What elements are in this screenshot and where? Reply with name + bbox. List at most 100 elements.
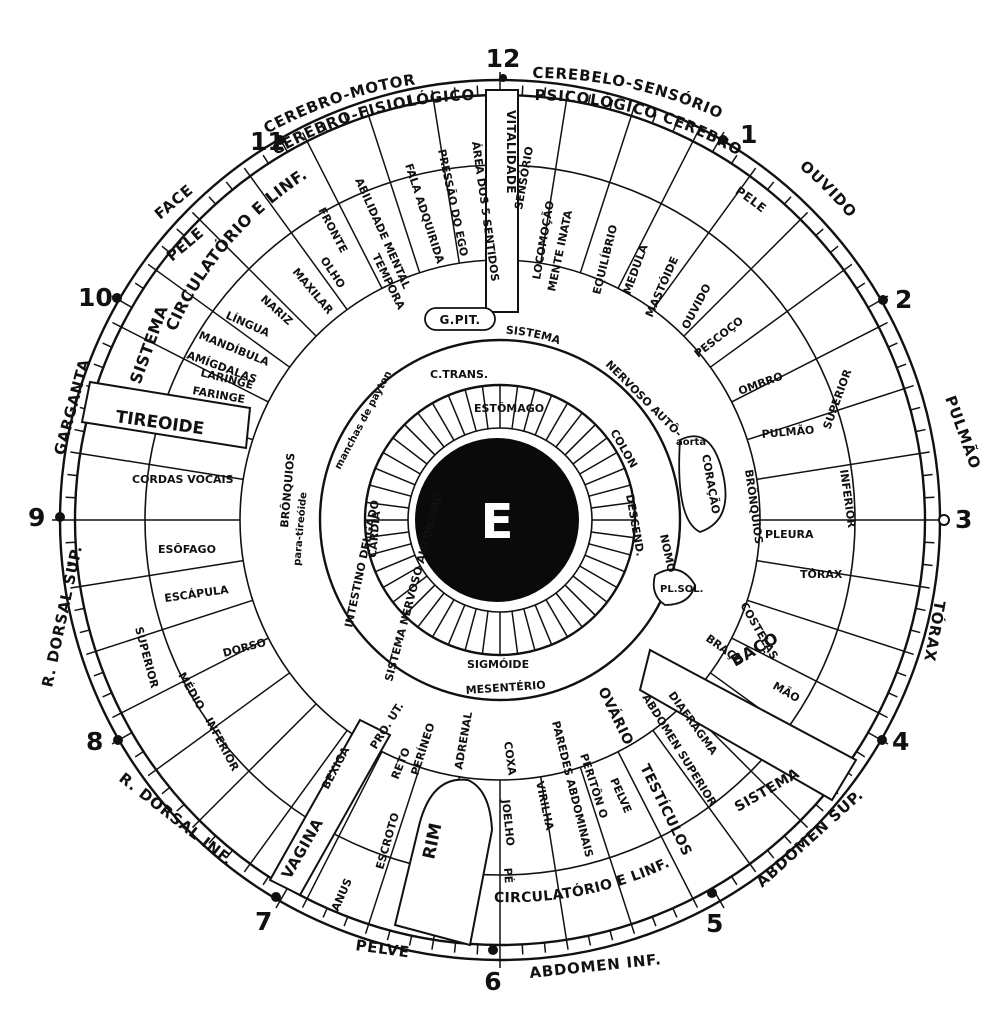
tick-mark [301,898,308,908]
stomach-spoke [369,484,412,497]
zone-spoke [80,452,244,481]
zone-spoke [249,729,348,865]
tick-mark [225,181,234,191]
label-vitalidade: VITALIDADE [504,110,518,194]
zone-pe: PÉ [501,867,515,883]
clock-number-7: 7 [255,907,272,936]
stomach-spoke [545,402,569,441]
stomach-spoke [431,599,455,638]
tick-mark [408,94,413,105]
tick-mark [453,87,457,98]
zone-cordas-vocais: CORDAS VOCAIS [132,473,234,486]
zone-ombro: OMBRO [737,370,785,398]
tick-mark [161,786,171,795]
tick-mark [431,939,435,950]
band-vitalidade: VITALIDADE [485,89,519,313]
clock-number-3: 3 [955,505,972,534]
zone-bronquios-r: BRÔNQUIOS [742,469,765,545]
stomach-spoke [404,584,436,616]
tick-mark [147,263,157,271]
tick-mark [730,876,738,886]
tick-mark [243,863,251,873]
tick-mark [408,935,413,946]
stomach-spoke [588,543,631,556]
tick-mark [343,113,349,124]
zone-inferior-l: INFERIOR [202,715,241,773]
zone-spoke [155,269,291,368]
clock-number-6: 6 [484,967,501,996]
stomach-spoke [591,501,634,509]
zone-mastoide: MASTÓIDE [643,255,681,320]
stomach-spoke [591,531,634,539]
tick-mark [93,363,104,369]
tick-mark [364,106,370,117]
clock-number-5: 5 [706,909,723,938]
zone-spoke [683,218,802,337]
tick-mark [453,942,457,953]
zone-spoke [432,100,461,264]
tick-mark [476,85,479,96]
label-abdomen-inf: ABDOMEN INF. [529,950,663,982]
zone-c-trans: C.TRANS. [430,368,488,381]
zone-spoke [155,672,291,771]
clock-numbers: 12 1 2 3 4 5 6 7 8 9 10 11 [28,44,972,996]
tick-mark [74,428,85,433]
tick-mark [856,282,866,290]
stomach-spoke [579,565,618,589]
stomach-spoke [523,608,536,651]
tick-mark [815,803,824,812]
stomach-spoke [417,412,445,448]
tick-mark [799,819,809,829]
tick-mark [587,935,592,946]
zone-ovario: OVÁRIO [594,684,637,748]
tick-mark [208,196,217,205]
tick-mark [262,154,270,164]
clock-number-10: 10 [78,283,113,312]
stomach-spoke [366,531,409,539]
tick-mark [919,451,930,455]
tick-mark [521,85,524,96]
tick-mark [924,541,935,544]
tick-mark [887,692,898,698]
tick-mark [856,750,866,758]
clock-number-9: 9 [28,503,45,532]
tick-mark [749,863,757,873]
zone-superior-r: SUPERIOR [821,367,855,431]
tick-mark [887,342,898,348]
tick-mark [431,90,435,101]
g-pit-zone [424,307,496,331]
tick-mark [102,342,113,348]
stomach-spoke [366,501,409,509]
tick-mark [161,245,171,254]
tick-mark [386,930,391,941]
tick-mark [364,923,370,934]
tick-mark [70,451,81,455]
stomach-spoke [511,386,519,429]
tick-mark [630,106,636,117]
tick-mark [208,835,217,844]
zone-spoke [539,100,568,264]
zone-anus: ANUS [329,876,355,913]
tick-mark [910,406,921,411]
stomach-spoke [511,611,519,654]
zone-spoke [579,115,633,273]
zone-aorta: aorta [676,437,706,448]
stomach-spoke [464,389,477,432]
ring-autonomic [318,338,682,702]
tick-mark [924,496,935,499]
tick-mark [630,923,636,934]
tick-mark [749,167,757,177]
zone-nervoso-auto: NERVOSO AUTÔ- [603,358,685,440]
zone-spoke [652,175,751,311]
zone-pleura: PLEURA [765,528,814,541]
tick-mark [692,898,699,908]
tick-mark [343,916,349,927]
tick-mark [692,132,699,142]
zone-spoke [306,751,383,900]
zone-intestino-delgado: INTESTINO DELGADO [342,499,382,629]
label-ouvido: OUVIDO [796,157,860,221]
label-pelve: PELVE [354,936,411,961]
zone-bronquios-l: BRÔNQUIOS [278,452,297,528]
stomach-spoke [588,484,631,497]
zone-escapula: ESCÁPULA [164,583,230,605]
